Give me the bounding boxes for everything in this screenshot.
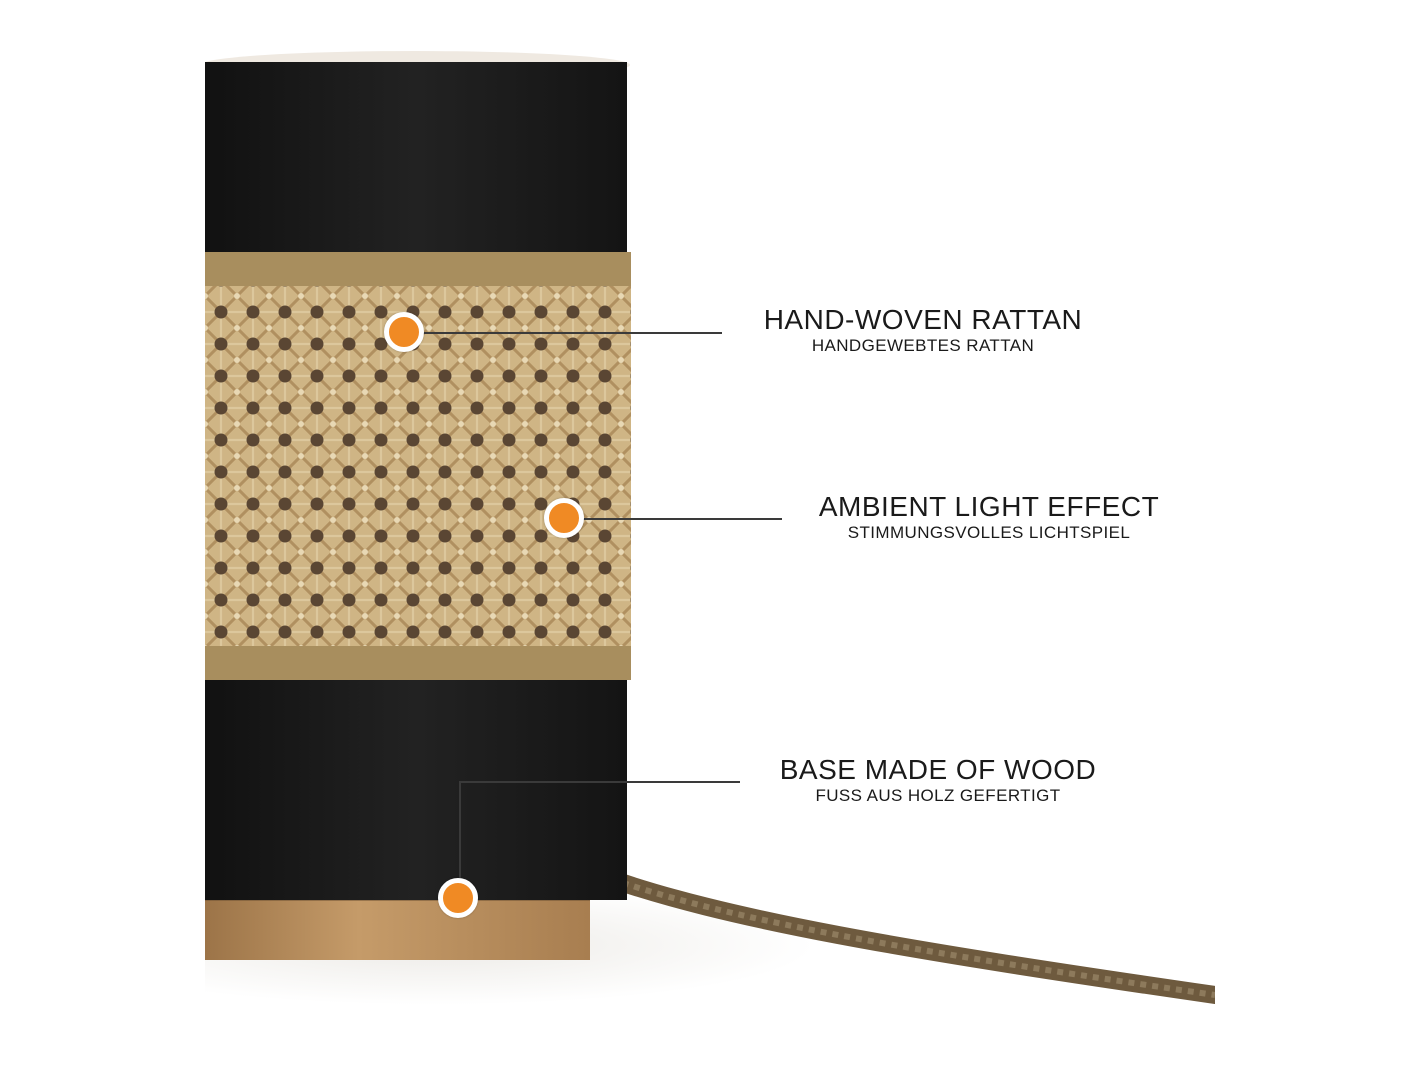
wood-leader-line-horizontal xyxy=(460,781,740,783)
ambient-light-marker[interactable] xyxy=(544,498,584,538)
callout-ambient-light-title: AMBIENT LIGHT EFFECT xyxy=(818,491,1160,522)
callout-rattan-title: HAND-WOVEN RATTAN xyxy=(763,304,1083,335)
lamp-photo xyxy=(205,40,1215,1008)
ambient-leader-line xyxy=(580,518,782,520)
rattan-leader-line xyxy=(420,332,722,334)
callout-ambient-light: AMBIENT LIGHT EFFECT STIMMUNGSVOLLES LIC… xyxy=(795,491,1183,543)
wood-leader-line-vertical xyxy=(459,781,461,881)
callout-wood-base: BASE MADE OF WOOD FUSS AUS HOLZ GEFERTIG… xyxy=(755,754,1121,806)
rattan-marker[interactable] xyxy=(384,312,424,352)
callout-rattan-subtitle: HANDGEWEBTES RATTAN xyxy=(811,336,1035,355)
callout-ambient-light-subtitle: STIMMUNGSVOLLES LICHTSPIEL xyxy=(847,523,1131,542)
wood-base-marker[interactable] xyxy=(438,878,478,918)
callout-rattan: HAND-WOVEN RATTAN HANDGEWEBTES RATTAN xyxy=(740,304,1106,356)
callout-wood-base-title: BASE MADE OF WOOD xyxy=(779,754,1097,785)
table-lamp-illustration xyxy=(205,51,1215,1005)
callout-wood-base-subtitle: FUSS AUS HOLZ GEFERTIGT xyxy=(815,786,1061,805)
